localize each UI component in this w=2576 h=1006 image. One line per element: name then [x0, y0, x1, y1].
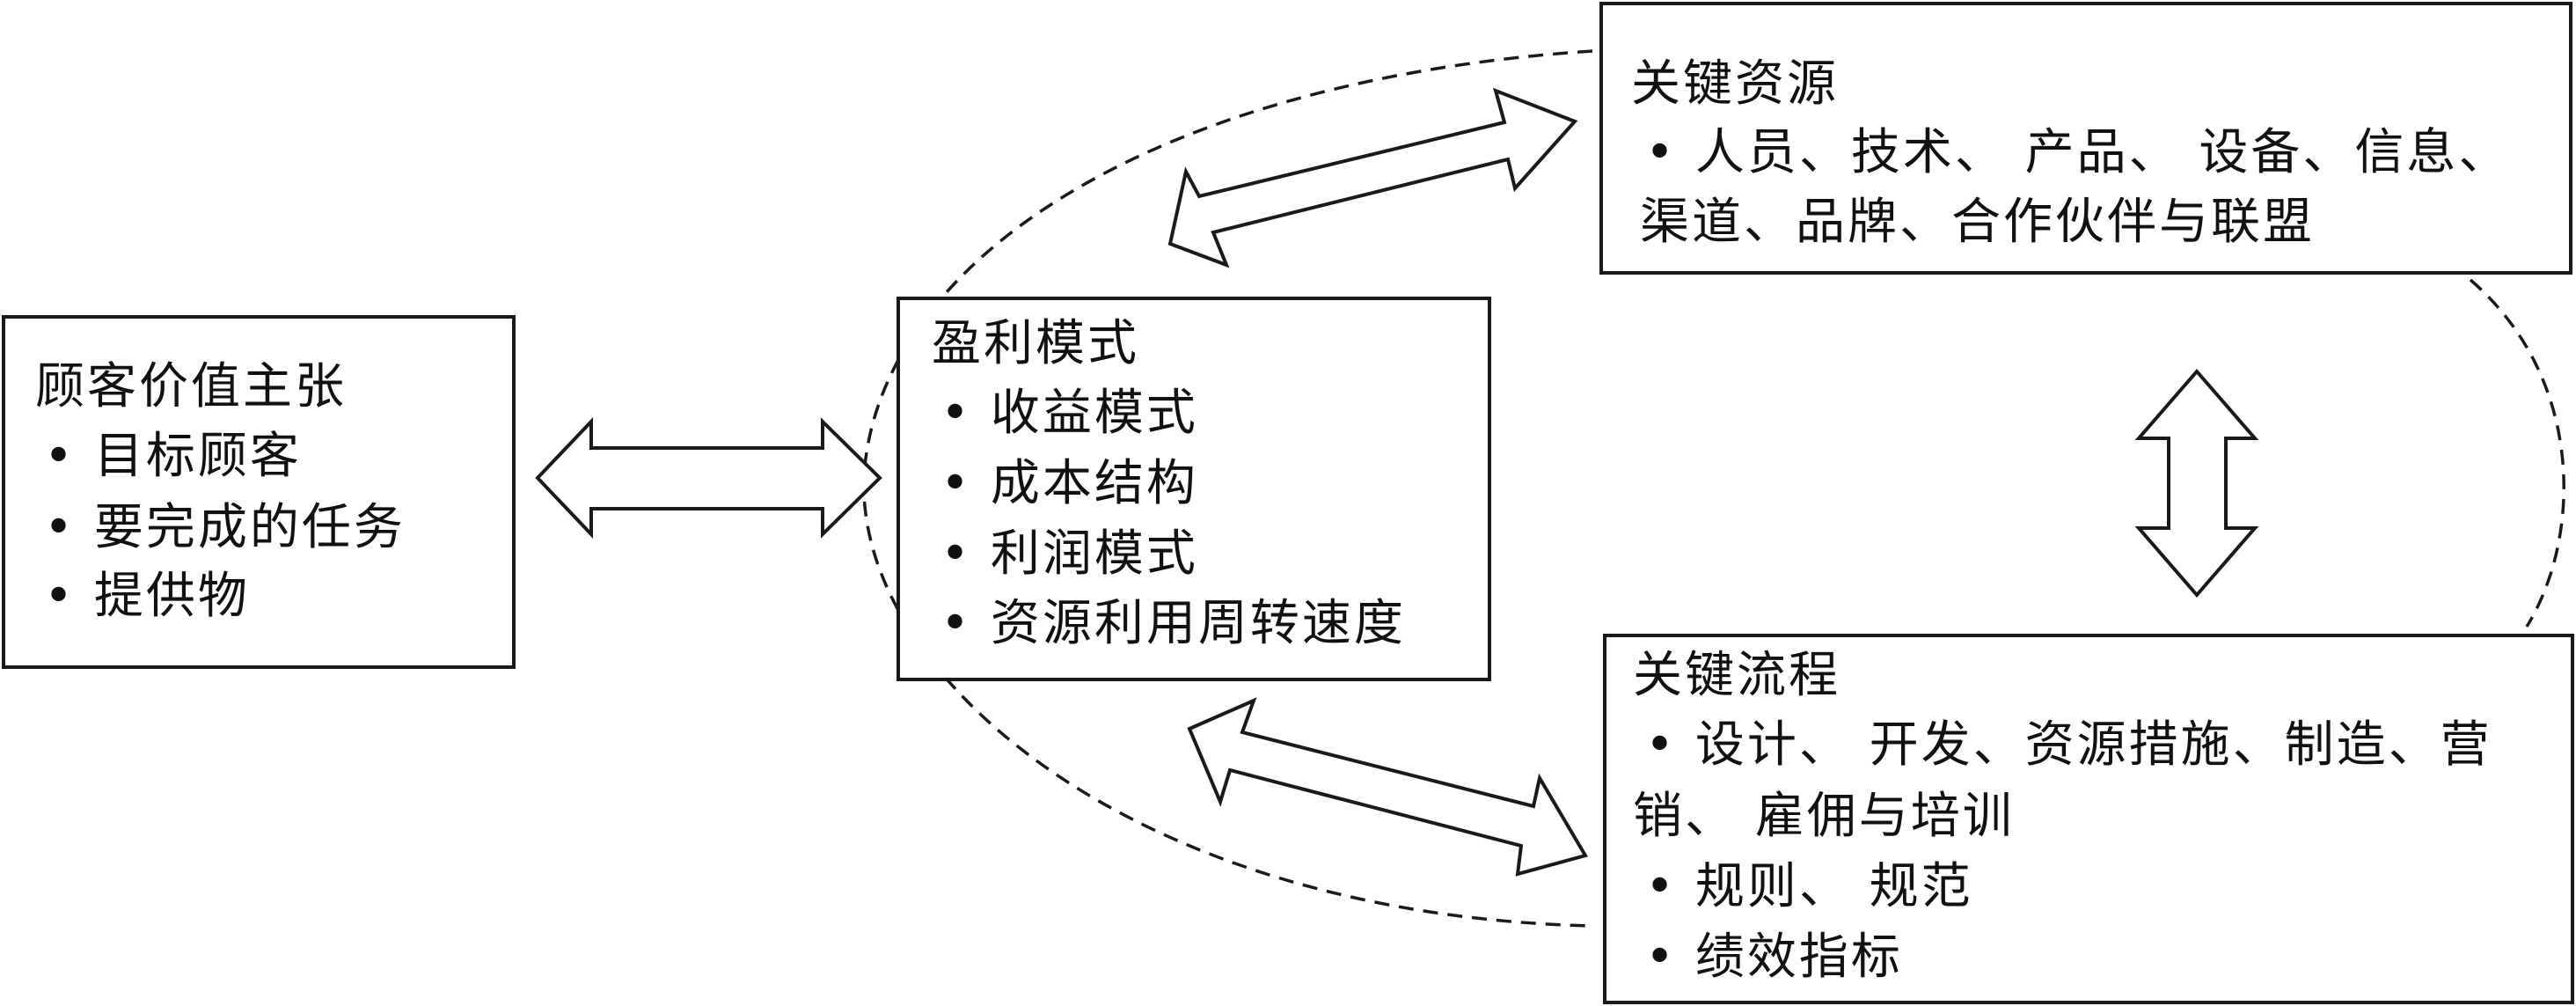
- customer-value-title: 顾客价值主张: [35, 358, 347, 415]
- key-processes-line: • 绩效指标: [1645, 929, 1903, 986]
- double-arrow-profit-process: [1187, 697, 1589, 877]
- double-arrow-value-profit: [535, 417, 882, 539]
- key-processes-line: 销、 雇佣与培训: [1633, 788, 2015, 845]
- customer-value-item: • 目标顾客: [44, 428, 302, 485]
- customer-value-item: • 提供物: [44, 568, 250, 625]
- profit-formula-item: • 成本结构: [940, 455, 1198, 512]
- key-resources-line: • 人员、技术、 产品、 设备、信息、: [1645, 124, 2511, 181]
- key-processes-line: • 规则、 规范: [1645, 858, 1973, 915]
- dashed-ellipse-right-arc: [2469, 278, 2565, 628]
- customer-value-box: 顾客价值主张 • 目标顾客 • 要完成的任务 • 提供物: [2, 315, 516, 669]
- double-arrow-resources-process: [2134, 368, 2259, 598]
- key-processes-box: 关键流程 • 设计、 开发、资源措施、制造、营 销、 雇佣与培训 • 规则、 规…: [1603, 634, 2574, 1004]
- key-resources-box: 关键资源 • 人员、技术、 产品、 设备、信息、 渠道、品牌、合作伙伴与联盟: [1599, 2, 2572, 275]
- profit-formula-box: 盈利模式 • 收益模式 • 成本结构 • 利润模式 • 资源利用周转速度: [896, 297, 1491, 681]
- profit-formula-item: • 利润模式: [940, 525, 1198, 583]
- key-resources-line: 渠道、品牌、合作伙伴与联盟: [1640, 194, 2315, 251]
- key-processes-title: 关键流程: [1633, 647, 1841, 704]
- double-arrow-profit-resources: [1167, 87, 1578, 268]
- dashed-ellipse-left-arc: [862, 49, 1593, 928]
- key-processes-line: • 设计、 开发、资源措施、制造、营: [1645, 716, 2492, 774]
- profit-formula-item: • 收益模式: [940, 385, 1198, 442]
- profit-formula-item: • 资源利用周转速度: [940, 595, 1406, 652]
- key-resources-title: 关键资源: [1631, 55, 1839, 113]
- profit-formula-title: 盈利模式: [932, 315, 1139, 372]
- customer-value-item: • 要完成的任务: [44, 499, 406, 556]
